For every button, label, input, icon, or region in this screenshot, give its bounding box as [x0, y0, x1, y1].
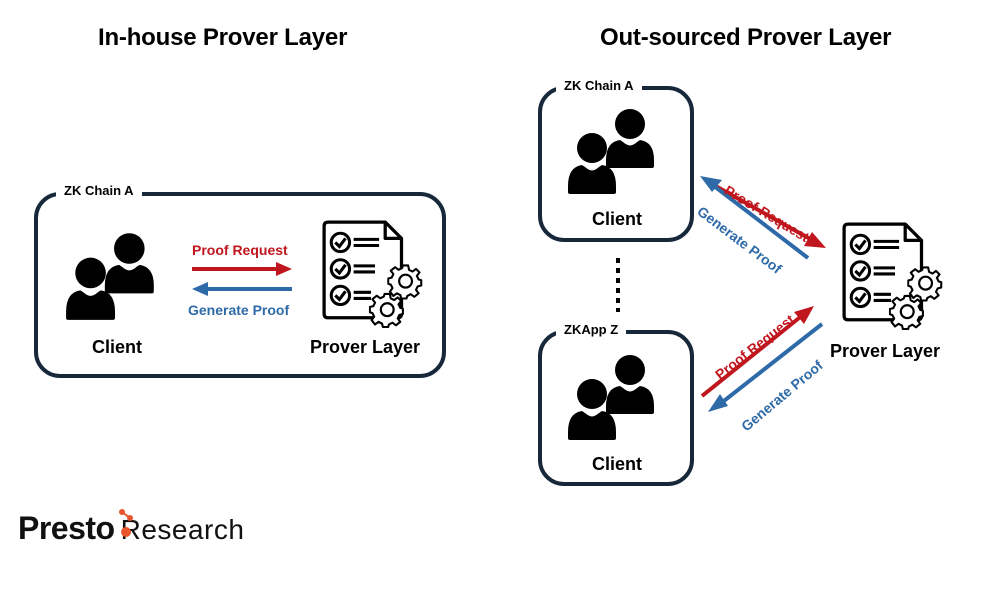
generate-proof-arrow — [712, 184, 810, 260]
client-caption: Client — [592, 454, 643, 474]
out-sourced-title: Out-sourced Prover Layer — [600, 24, 892, 51]
proof-request-label: Proof Request — [192, 242, 288, 258]
proof-request-arrow — [700, 312, 806, 398]
generate-proof-arrowhead — [700, 176, 722, 192]
proof-request-arrowhead — [804, 232, 826, 248]
ellipsis-connector — [616, 258, 620, 312]
bottom-arrows — [700, 306, 824, 412]
generate-proof-arrowhead — [708, 394, 728, 412]
presto-research-logo: Presto Research — [18, 510, 244, 547]
prover-caption: Prover Layer — [830, 341, 941, 361]
zk-chain-a-container — [34, 192, 446, 378]
proof-request-arrow — [711, 182, 813, 242]
generate-proof-label: Generate Proof — [188, 302, 290, 318]
logo-suffix: Research — [120, 514, 245, 545]
proof-request-arrow — [192, 262, 292, 276]
client-users-icon — [566, 107, 656, 194]
prover-document-gear-icon — [318, 218, 430, 330]
generate-proof-arrow — [192, 282, 292, 296]
zk-chain-a-label: ZK Chain A — [56, 183, 142, 198]
client-caption: Client — [592, 209, 643, 229]
zkapp-z-box-label: ZKApp Z — [556, 322, 627, 337]
client-users-icon — [64, 231, 156, 320]
logo-accent-dots-icon — [119, 509, 133, 537]
client-caption: Client — [92, 337, 143, 357]
logo-brand: Presto — [18, 510, 115, 546]
in-house-title: In-house Prover Layer — [98, 24, 348, 51]
prover-document-gear-icon — [838, 220, 950, 332]
proof-request-arrowhead — [794, 306, 814, 324]
generate-proof-arrow — [718, 322, 824, 406]
top-arrows — [700, 176, 826, 260]
zk-chain-a-box-label: ZK Chain A — [556, 78, 642, 93]
prover-caption: Prover Layer — [310, 337, 421, 357]
client-users-icon — [566, 353, 656, 440]
